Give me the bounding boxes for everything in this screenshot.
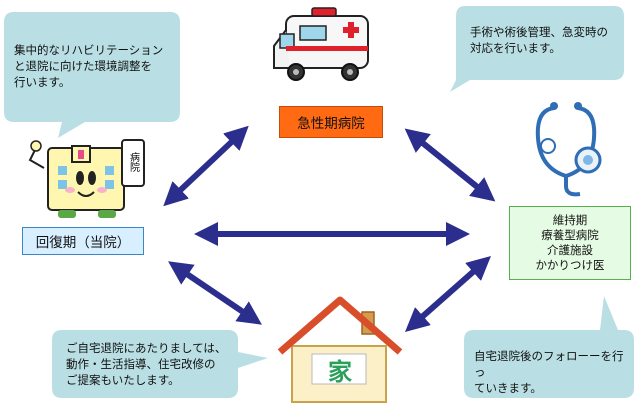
arrow-recovery-home [168,261,262,325]
house-icon [277,296,403,403]
stethoscope-icon [535,102,602,197]
arrow-maintenance-home [405,256,491,332]
maintenance-item: かかりつけ医 [535,258,605,272]
arrow-acute-recovery [163,125,249,207]
maintenance-title: 維持期 [552,213,588,227]
home-note: ご自宅退院にあたりましては、 動作・生活指導、住宅改修の ご提案もいたします。 [66,341,227,387]
maintenance-box: 維持期 療養型病院 介護施設 かかりつけ医 [509,206,631,280]
arrow-acute-maintenance [404,128,496,202]
bubble-followup [464,296,634,398]
followup-note: 自宅退院後のフォローーを行っ ていきます。 [474,349,624,395]
recovery-box: 回復期（当院） [22,227,144,255]
bubble-recovery [4,12,180,138]
hospital-mascot-icon [28,139,145,218]
recovery-note: 集中的なリハビリテーション と退院に向けた環境調整を 行います。 [14,43,164,89]
hospital-sign-text: 病院 [128,151,140,173]
bubble-home [52,330,268,398]
acute-hospital-box: 急性期病院 [279,106,383,138]
acute-note: 手術や術後管理、急変時の 対応を行います。 [470,25,608,55]
maintenance-item: 療養型病院 [541,228,599,242]
bubble-acute [450,6,624,92]
ambulance-icon [273,7,369,81]
house-label: 家 [328,358,352,386]
maintenance-item: 介護施設 [547,243,593,257]
